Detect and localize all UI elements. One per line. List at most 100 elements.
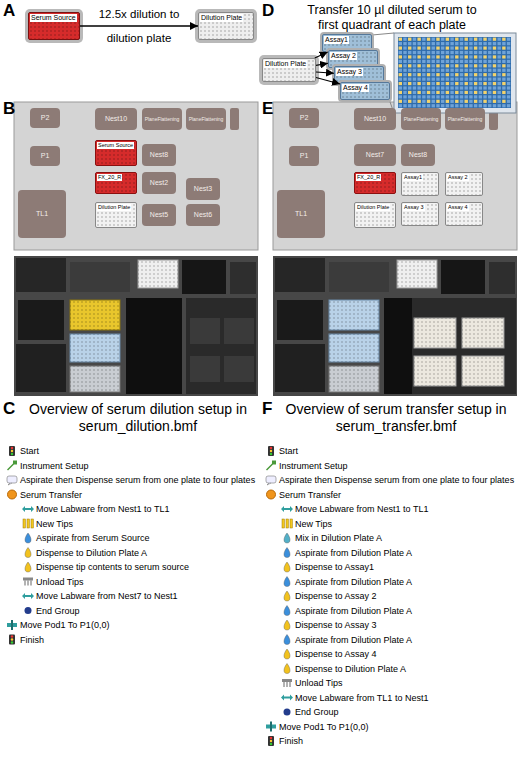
zoomed-plate [399, 95, 402, 98]
step-text: Dispense to Assay 4 [295, 648, 377, 660]
deck-photo [14, 256, 258, 396]
step-text: Move Pod1 To P1(0,0) [20, 619, 109, 631]
zoomed-plate [465, 82, 468, 85]
step-icon [267, 490, 276, 499]
zoomed-plate [403, 78, 406, 81]
deck-photo [329, 366, 379, 392]
zoomed-plate [446, 82, 449, 85]
position-label: Nest8 [409, 151, 427, 159]
zoomed-plate [488, 82, 491, 85]
zoomed-plate [403, 42, 406, 45]
zoomed-plate [479, 82, 482, 85]
zoomed-plate [502, 86, 505, 89]
position-label: Nest5 [150, 211, 168, 219]
plate-label: Serum Source [30, 14, 77, 22]
zoomed-plate [455, 91, 458, 94]
step-icon [284, 620, 290, 630]
deck-photo [329, 300, 379, 330]
step-text: Aspirate from Dilution Plate A [295, 605, 412, 617]
zoomed-plate [413, 104, 416, 107]
step-text: Aspirate then Dispense serum from one pl… [20, 474, 255, 486]
step-icon [9, 446, 15, 456]
zoomed-plate [483, 38, 486, 41]
zoomed-plate [469, 95, 472, 98]
step-text: Dispense to Assay 3 [295, 619, 377, 631]
zoomed-plate [465, 104, 468, 107]
deck-photo [329, 300, 379, 330]
zoomed-plate [413, 69, 416, 72]
zoomed-plate [408, 73, 411, 76]
step-icon [286, 519, 288, 528]
deck-photo [230, 262, 256, 294]
step-icon [284, 591, 290, 601]
zoomed-plate [441, 100, 444, 103]
zoomed-plate [403, 95, 406, 98]
zoomed-plate [455, 82, 458, 85]
zoomed-plate [427, 86, 430, 89]
deck-photo [489, 262, 515, 294]
zoomed-plate [450, 100, 453, 103]
zoomed-plate [403, 55, 406, 58]
deck-photo [186, 298, 256, 394]
zoomed-plate [474, 42, 477, 45]
position-label: Nest10 [364, 115, 386, 123]
step-icon [7, 461, 17, 471]
zoomed-plate [446, 73, 449, 76]
zoomed-plate [399, 91, 402, 94]
zoomed-plate [417, 95, 420, 98]
zoomed-plate [493, 38, 496, 41]
position-label: Nest6 [194, 211, 212, 219]
zoomed-plate [436, 64, 439, 67]
zoomed-plate [417, 78, 420, 81]
zoomed-plate [446, 100, 449, 103]
zoomed-plate [413, 64, 416, 67]
deck-photo [329, 366, 379, 392]
step-text: New Tips [36, 518, 73, 530]
zoomed-plate [497, 51, 500, 54]
zoomed-plate [488, 42, 491, 45]
zoomed-plate [436, 60, 439, 63]
position-label: Nest2 [150, 179, 168, 187]
zoomed-plate [502, 38, 505, 41]
zoomed-plate [493, 82, 496, 85]
zoomed-plate [497, 100, 500, 103]
step-text: Finish [279, 735, 303, 747]
zoomed-plate [493, 60, 496, 63]
zoomed-plate [469, 86, 472, 89]
zoomed-plate [436, 38, 439, 41]
zoomed-plate [479, 100, 482, 103]
plate-label: Assay 4 [342, 84, 369, 92]
zoomed-plate [432, 100, 435, 103]
zoomed-plate [417, 51, 420, 54]
zoomed-plate [432, 104, 435, 107]
plate-label: Dilution Plate [356, 204, 390, 211]
zoomed-plate [427, 95, 430, 98]
zoomed-plate [474, 55, 477, 58]
zoomed-plate [493, 51, 496, 54]
step-icon [22, 506, 34, 512]
zoomed-plate [422, 73, 425, 76]
zoomed-plate [479, 55, 482, 58]
zoomed-plate [417, 42, 420, 45]
zoomed-plate [441, 86, 444, 89]
deck-photo [224, 318, 254, 344]
step-icon [270, 722, 272, 732]
zoomed-plate [455, 60, 458, 63]
zoomed-plate [403, 69, 406, 72]
zoomed-plate [436, 91, 439, 94]
zoomed-plate [474, 100, 477, 103]
zoomed-plate [422, 51, 425, 54]
step-icon [25, 581, 26, 586]
step-text: Move Labware from Nest1 to TL1 [36, 503, 169, 515]
zoomed-plate [502, 78, 505, 81]
zoomed-plate [446, 55, 449, 58]
zoomed-plate [413, 46, 416, 49]
deck-photo [18, 300, 64, 340]
deck-photo [414, 356, 456, 386]
zoomed-plate [488, 78, 491, 81]
deck-position: Nest3 [186, 178, 220, 200]
step-icon [31, 581, 32, 586]
step-icon [267, 483, 271, 485]
deck-position: TL1 [18, 190, 66, 238]
